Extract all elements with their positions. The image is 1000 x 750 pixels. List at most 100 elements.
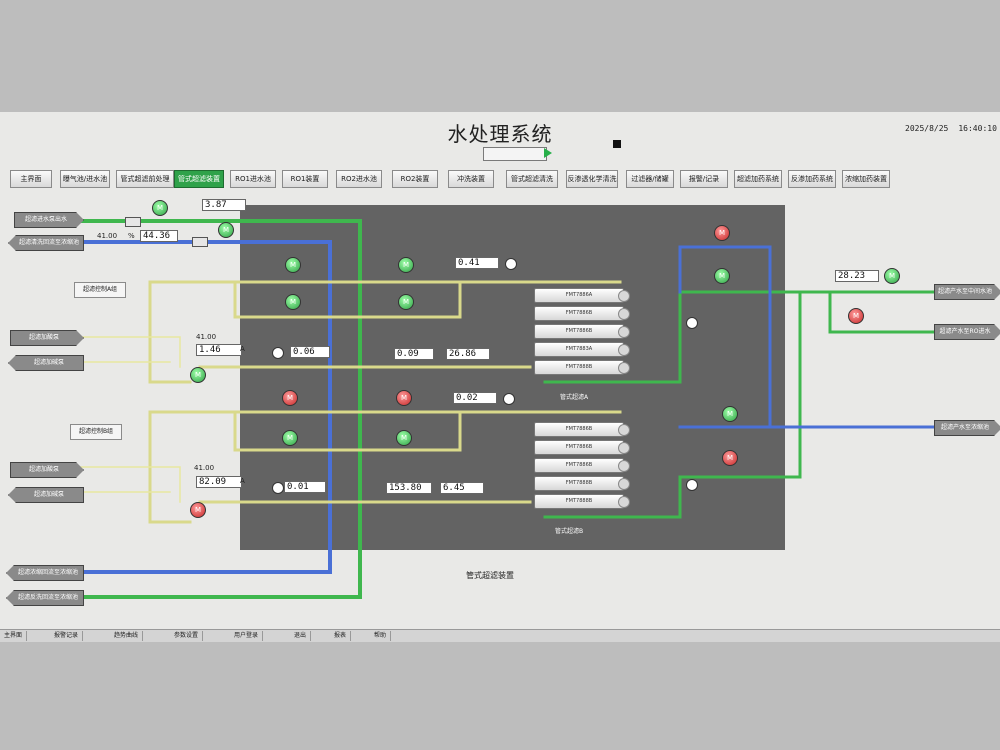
a-valve-4-icon[interactable]: M xyxy=(398,294,414,310)
box-acid-pump-b[interactable]: 超滤加酸泵 xyxy=(10,462,84,478)
time-label: 16:40:10 xyxy=(958,124,997,133)
b-membrane-5[interactable]: FMT7888B xyxy=(534,494,630,509)
top-pct-label: 41.00 xyxy=(97,232,118,240)
conc-valve-1-icon[interactable]: M xyxy=(714,225,730,241)
box-inlet[interactable]: 超滤进水泵出水 xyxy=(14,212,84,228)
b-valve-4-icon[interactable]: M xyxy=(396,430,412,446)
b-out-valve-2-icon[interactable]: M xyxy=(722,450,738,466)
nav-aeration[interactable]: 曝气池/进水池 xyxy=(60,170,110,188)
nav-uf-clean[interactable]: 管式超滤清洗 xyxy=(506,170,558,188)
a-membrane-1[interactable]: FMT7886A xyxy=(534,288,630,303)
pipe-b-branch xyxy=(233,410,462,452)
out-valve-1-icon[interactable]: M xyxy=(884,268,900,284)
pipe-b-feed xyxy=(148,410,622,524)
nav-ro1[interactable]: RO1装置 xyxy=(282,170,328,188)
a-out-gauge-icon xyxy=(686,317,698,329)
task-login[interactable]: 用户登录 xyxy=(230,631,264,641)
out-valve-2-icon[interactable]: M xyxy=(848,308,864,324)
conc-valve-2-icon[interactable]: M xyxy=(714,268,730,284)
box-acid-pump-a[interactable]: 超滤加酸泵 xyxy=(10,330,84,346)
a-freq-value: 1.46 xyxy=(196,344,242,356)
a-feed-pump-icon[interactable]: M xyxy=(190,367,206,383)
b-valve-1-icon[interactable]: M xyxy=(282,390,298,406)
b-flow-2-value: 153.80 xyxy=(386,482,432,494)
b-membrane-1[interactable]: FMT7886B xyxy=(534,422,630,437)
box-out-middle-tank[interactable]: 超滤产水至中间水池 xyxy=(934,284,1000,300)
task-alarm[interactable]: 报警记录 xyxy=(50,631,84,641)
inlet-actuator-icon[interactable]: M xyxy=(152,200,168,216)
nav-ro-clean[interactable]: 反渗透化学清洗 xyxy=(566,170,618,188)
box-out-ro[interactable]: 超滤产水至RO进水 xyxy=(934,324,1000,340)
b-out-gauge-icon xyxy=(686,479,698,491)
b-top-value: 0.02 xyxy=(453,392,497,404)
nav-uf-dosing[interactable]: 超滤加药系统 xyxy=(734,170,782,188)
inlet-pump-icon[interactable]: M xyxy=(218,222,234,238)
b-freq-unit: A xyxy=(240,477,245,485)
a-flow-3-value: 26.86 xyxy=(446,348,490,360)
a-flow-1-value: 0.06 xyxy=(290,346,330,358)
nav-conc-dosing[interactable]: 浓缩加药装置 xyxy=(842,170,890,188)
b-membrane-3[interactable]: FMT7886B xyxy=(534,458,630,473)
a-membrane-3[interactable]: FMT7886B xyxy=(534,324,630,339)
a-valve-3-icon[interactable]: M xyxy=(285,294,301,310)
page-title: 水处理系统 xyxy=(447,122,553,146)
b-pct-label: 41.00 xyxy=(194,464,215,472)
task-params[interactable]: 参数设置 xyxy=(170,631,204,641)
box-backwash-return[interactable]: 超滤反洗回流至浓缩池 xyxy=(6,590,84,606)
control-group-a-button[interactable]: 超滤控制A组 xyxy=(74,282,126,298)
box-out-concentrate[interactable]: 超滤产水至浓缩池 xyxy=(934,420,1000,436)
nav-ro1-inlet[interactable]: RO1进水池 xyxy=(230,170,276,188)
inlet-valve-icon[interactable] xyxy=(125,217,141,227)
nav-alarm[interactable]: 报警/记录 xyxy=(680,170,728,188)
inlet-valve-2-icon[interactable] xyxy=(192,237,208,247)
task-trend[interactable]: 趋势曲线 xyxy=(110,631,144,641)
pipe-a-feed xyxy=(148,280,622,384)
task-main[interactable]: 主界面 xyxy=(0,631,28,641)
top-flow-value: 3.87 xyxy=(202,199,246,211)
nav-filter[interactable]: 过滤器/储罐 xyxy=(626,170,674,188)
nav-flush[interactable]: 冲洗装置 xyxy=(448,170,494,188)
nav-uf-pre[interactable]: 管式超滤前处理 xyxy=(116,170,174,188)
a-membrane-2[interactable]: FMT7886B xyxy=(534,306,630,321)
b-valve-2-icon[interactable]: M xyxy=(396,390,412,406)
pipe-out-branch xyxy=(828,290,942,334)
task-exit[interactable]: 退出 xyxy=(290,631,312,641)
taskbar: 主界面 报警记录 趋势曲线 参数设置 用户登录 退出 报表 帮助 xyxy=(0,629,1000,642)
b-membrane-4[interactable]: FMT7888B xyxy=(534,476,630,491)
line-acid-1 xyxy=(79,336,181,368)
box-alkali-pump-b[interactable]: 超滤加碱泵 xyxy=(8,487,84,503)
top-freq-value: 44.36 xyxy=(140,230,178,242)
a-top-value: 0.41 xyxy=(455,257,499,269)
unit-b-label: 管式超滤B xyxy=(555,528,584,535)
a-membrane-5[interactable]: FMT7888B xyxy=(534,360,630,375)
line-acid-3 xyxy=(79,466,181,503)
top-pct-unit: % xyxy=(128,232,135,240)
task-report[interactable]: 报表 xyxy=(330,631,352,641)
nav-main[interactable]: 主界面 xyxy=(10,170,52,188)
control-group-b-button[interactable]: 超滤控制B组 xyxy=(70,424,122,440)
a-membrane-4[interactable]: FMT7883A xyxy=(534,342,630,357)
progress-arrow-icon xyxy=(544,148,552,158)
a-gauge-2-icon xyxy=(272,347,284,359)
a-freq-unit: A xyxy=(240,345,245,353)
nav-ro2-inlet[interactable]: RO2进水池 xyxy=(336,170,382,188)
b-flow-3-value: 6.45 xyxy=(440,482,484,494)
status-indicator xyxy=(613,140,621,148)
nav-ro2[interactable]: RO2装置 xyxy=(392,170,438,188)
bottom-title: 管式超滤装置 xyxy=(466,571,514,580)
b-membrane-2[interactable]: FMT7886B xyxy=(534,440,630,455)
b-feed-pump-icon[interactable]: M xyxy=(190,502,206,518)
box-conc-return[interactable]: 超滤浓缩回流至浓缩池 xyxy=(6,565,84,581)
a-valve-1-icon[interactable]: M xyxy=(285,257,301,273)
box-alkali-pump-a[interactable]: 超滤加碱泵 xyxy=(8,355,84,371)
b-out-valve-1-icon[interactable]: M xyxy=(722,406,738,422)
a-valve-2-icon[interactable]: M xyxy=(398,257,414,273)
pipe-diagram xyxy=(78,219,942,599)
box-clean-return[interactable]: 超滤清洗回流至浓缩池 xyxy=(8,235,84,251)
b-valve-3-icon[interactable]: M xyxy=(282,430,298,446)
b-flow-1-value: 0.01 xyxy=(284,481,326,493)
nav-ro-dosing[interactable]: 反渗加药系统 xyxy=(788,170,836,188)
nav-uf-device[interactable]: 管式超滤装置 xyxy=(174,170,224,188)
pipe-concentrate-blue xyxy=(678,245,942,429)
task-help[interactable]: 帮助 xyxy=(370,631,392,641)
